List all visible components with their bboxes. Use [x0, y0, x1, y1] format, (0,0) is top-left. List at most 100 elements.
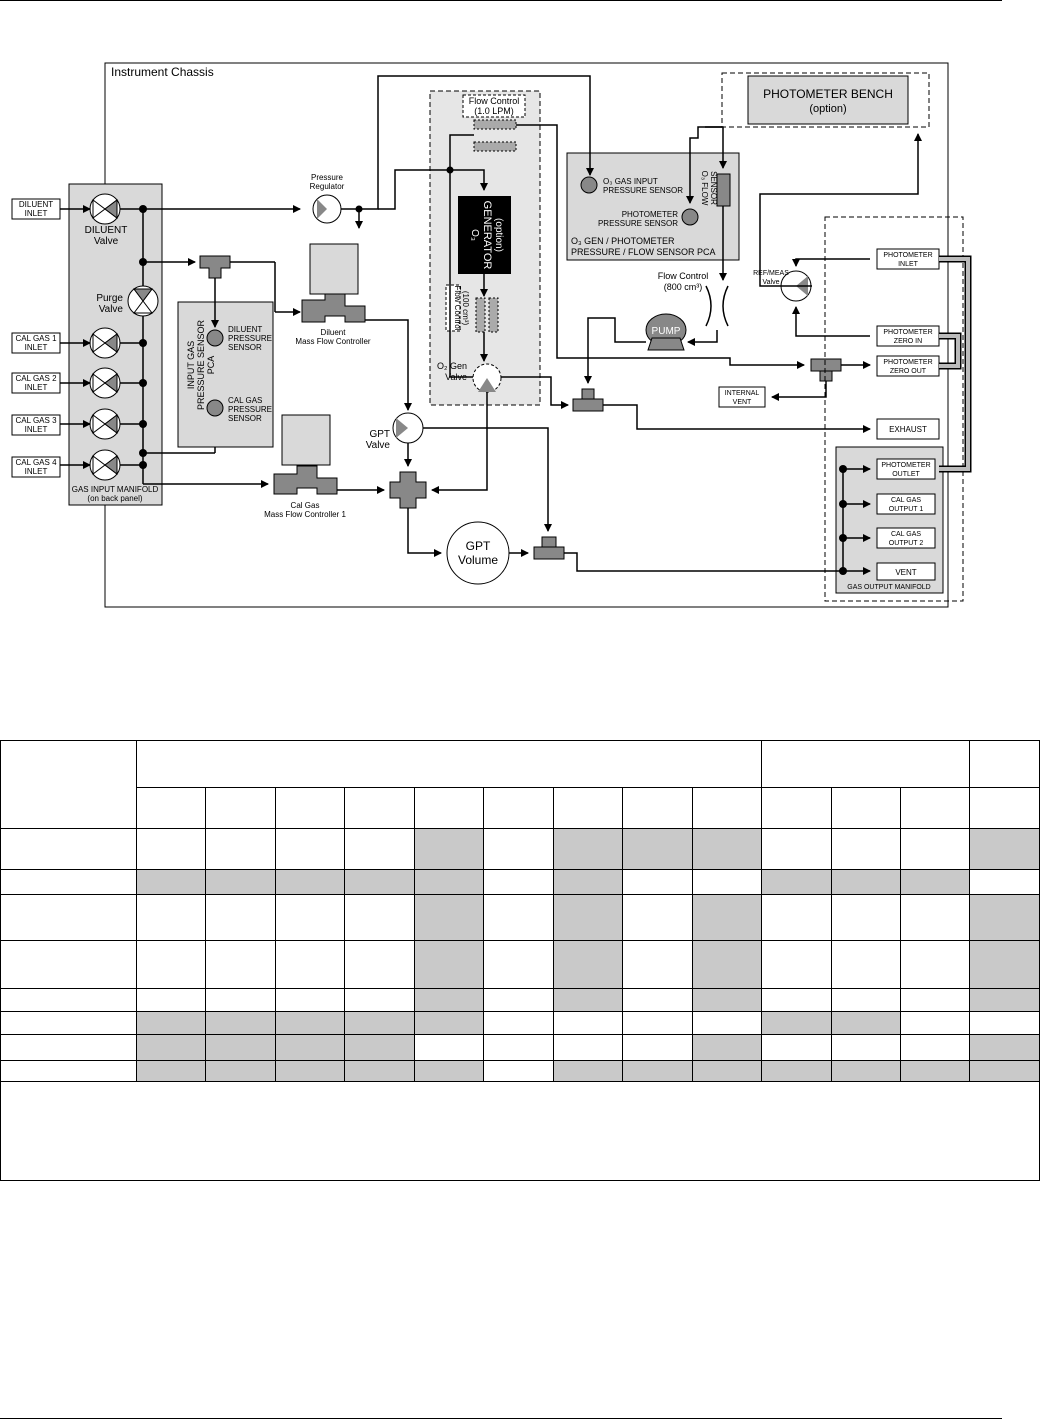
table-cell	[552, 828, 624, 870]
diluent-valve-symbol	[89, 193, 121, 225]
o3-input-pressure-sensor	[580, 176, 598, 194]
flow-control-800	[705, 285, 729, 327]
table-cell	[969, 1034, 1040, 1061]
table-cell	[344, 1060, 415, 1082]
table-cell	[344, 1034, 415, 1061]
table-cell	[691, 869, 763, 895]
table-cell	[969, 1060, 1040, 1082]
table-notes-row	[0, 1081, 1040, 1181]
flow-restrictor-top-b	[473, 141, 517, 152]
table-cell	[205, 828, 276, 870]
diluent-mfc-base	[301, 293, 366, 323]
table-cell	[135, 869, 207, 895]
cal-gas-1-inlet-label: INLET	[25, 343, 48, 352]
table-cell	[135, 894, 207, 941]
table-subheader-cell	[205, 787, 276, 829]
table-cell	[830, 988, 901, 1012]
table-row	[0, 1034, 1040, 1061]
diluent-mfc-body	[309, 243, 359, 295]
table-cell	[691, 828, 763, 870]
flow-control-800-label: Flow Control	[658, 271, 709, 281]
table-cell	[899, 940, 971, 989]
table-subheader-cell	[691, 787, 763, 829]
table-cell	[413, 1060, 485, 1082]
table-cell	[552, 894, 624, 941]
table-subheader-cell	[830, 787, 901, 829]
flow-restrictor-gen-a	[475, 297, 486, 333]
table-row	[0, 940, 1040, 989]
photometer-zero-out-label: PHOTOMETER	[883, 359, 932, 366]
table-cell	[552, 1011, 624, 1035]
table-cell	[761, 1011, 832, 1035]
flow-control-gen-rate: (100 cm³)	[461, 291, 470, 326]
exhaust-tee	[572, 388, 604, 412]
table-row	[0, 1011, 1040, 1035]
table-header-row	[0, 740, 1040, 829]
flow-control-800-rate: (800 cm³)	[664, 282, 703, 292]
table-subheader-cell	[413, 787, 485, 829]
table-cell	[622, 869, 693, 895]
table-cell	[413, 1011, 485, 1035]
cal-gas-pressure-label: CAL GAS	[228, 396, 262, 405]
table-cell	[899, 1060, 971, 1082]
input-pca-label2: PRESSURE SENSOR	[196, 319, 206, 410]
mixing-cross	[389, 471, 427, 509]
cal-gas-2-inlet-label: INLET	[25, 383, 48, 392]
pump-base	[647, 337, 685, 351]
photometer-pressure-sensor	[681, 208, 699, 226]
cal-gas-valve-1	[89, 327, 121, 359]
cal-gas-inlets: CAL GAS 1 INLET CAL GAS 2 INLET CAL GAS …	[11, 332, 61, 478]
internal-vent-label2: VENT	[733, 399, 752, 406]
table-cell	[413, 828, 485, 870]
footer-rule	[0, 1418, 1002, 1419]
vent-label: VENT	[895, 568, 916, 577]
table-row-label	[0, 869, 137, 895]
table-cell	[622, 1011, 693, 1035]
cal-gas-output-2-label: CAL GAS	[891, 531, 921, 538]
input-gas-pressure-pca	[177, 301, 274, 448]
cal-gas-4-label: CAL GAS 4	[15, 458, 57, 467]
table-row	[0, 828, 1040, 870]
gpt-valve-label: GPT	[369, 429, 390, 440]
photometer-outlet-label: PHOTOMETER	[881, 462, 930, 469]
photometer-bench-label: PHOTOMETER BENCH	[763, 87, 893, 101]
cal-gas-output-1-port	[876, 493, 936, 515]
input-pca-label3: PCA	[206, 356, 216, 375]
table-cell	[899, 869, 971, 895]
table-cell	[761, 869, 832, 895]
gas-input-manifold-note: (on back panel)	[87, 494, 142, 503]
plumbing-junction-dots	[355, 166, 847, 575]
sensor-pca	[566, 152, 740, 261]
table-subheader-cell	[483, 787, 554, 829]
table-cell	[274, 828, 346, 870]
exhaust-port	[876, 418, 940, 440]
table-row-label	[0, 988, 137, 1012]
table-subheader-cell	[552, 787, 624, 829]
cal-gas-pressure-label2: PRESSURE	[228, 405, 272, 414]
photometer-inlet-label2: INLET	[898, 261, 919, 268]
table-cell	[691, 988, 763, 1012]
o3-flow-sensor-label2: SENSOR	[709, 171, 718, 205]
table-cell	[413, 1034, 485, 1061]
cal-gas-pressure-sensor	[206, 399, 224, 417]
o3-input-sensor-label: O₃ GAS INPUT	[603, 177, 658, 186]
table-subheader-cell	[344, 787, 415, 829]
table-cell	[969, 828, 1040, 870]
table-cell	[344, 940, 415, 989]
main-plumbing	[337, 75, 922, 575]
gpt-valve-wedge	[396, 418, 408, 438]
table-cell	[552, 869, 624, 895]
o3-input-sensor-label2: PRESSURE SENSOR	[603, 186, 683, 195]
table-cell	[691, 1011, 763, 1035]
diluent-pressure-label3: SENSOR	[228, 343, 262, 352]
gpt-valve-label2: Valve	[366, 440, 391, 451]
diluent-valve-label2: Valve	[94, 236, 119, 247]
sensor-pca-title: O₃ GEN / PHOTOMETER	[571, 236, 675, 246]
table-cell	[274, 869, 346, 895]
table-cell	[899, 828, 971, 870]
exhaust-label: EXHAUST	[889, 425, 927, 434]
table-cell	[691, 894, 763, 941]
table-cell	[899, 894, 971, 941]
o3-generator	[458, 196, 511, 274]
diluent-pressure-label: DILUENT	[228, 325, 262, 334]
